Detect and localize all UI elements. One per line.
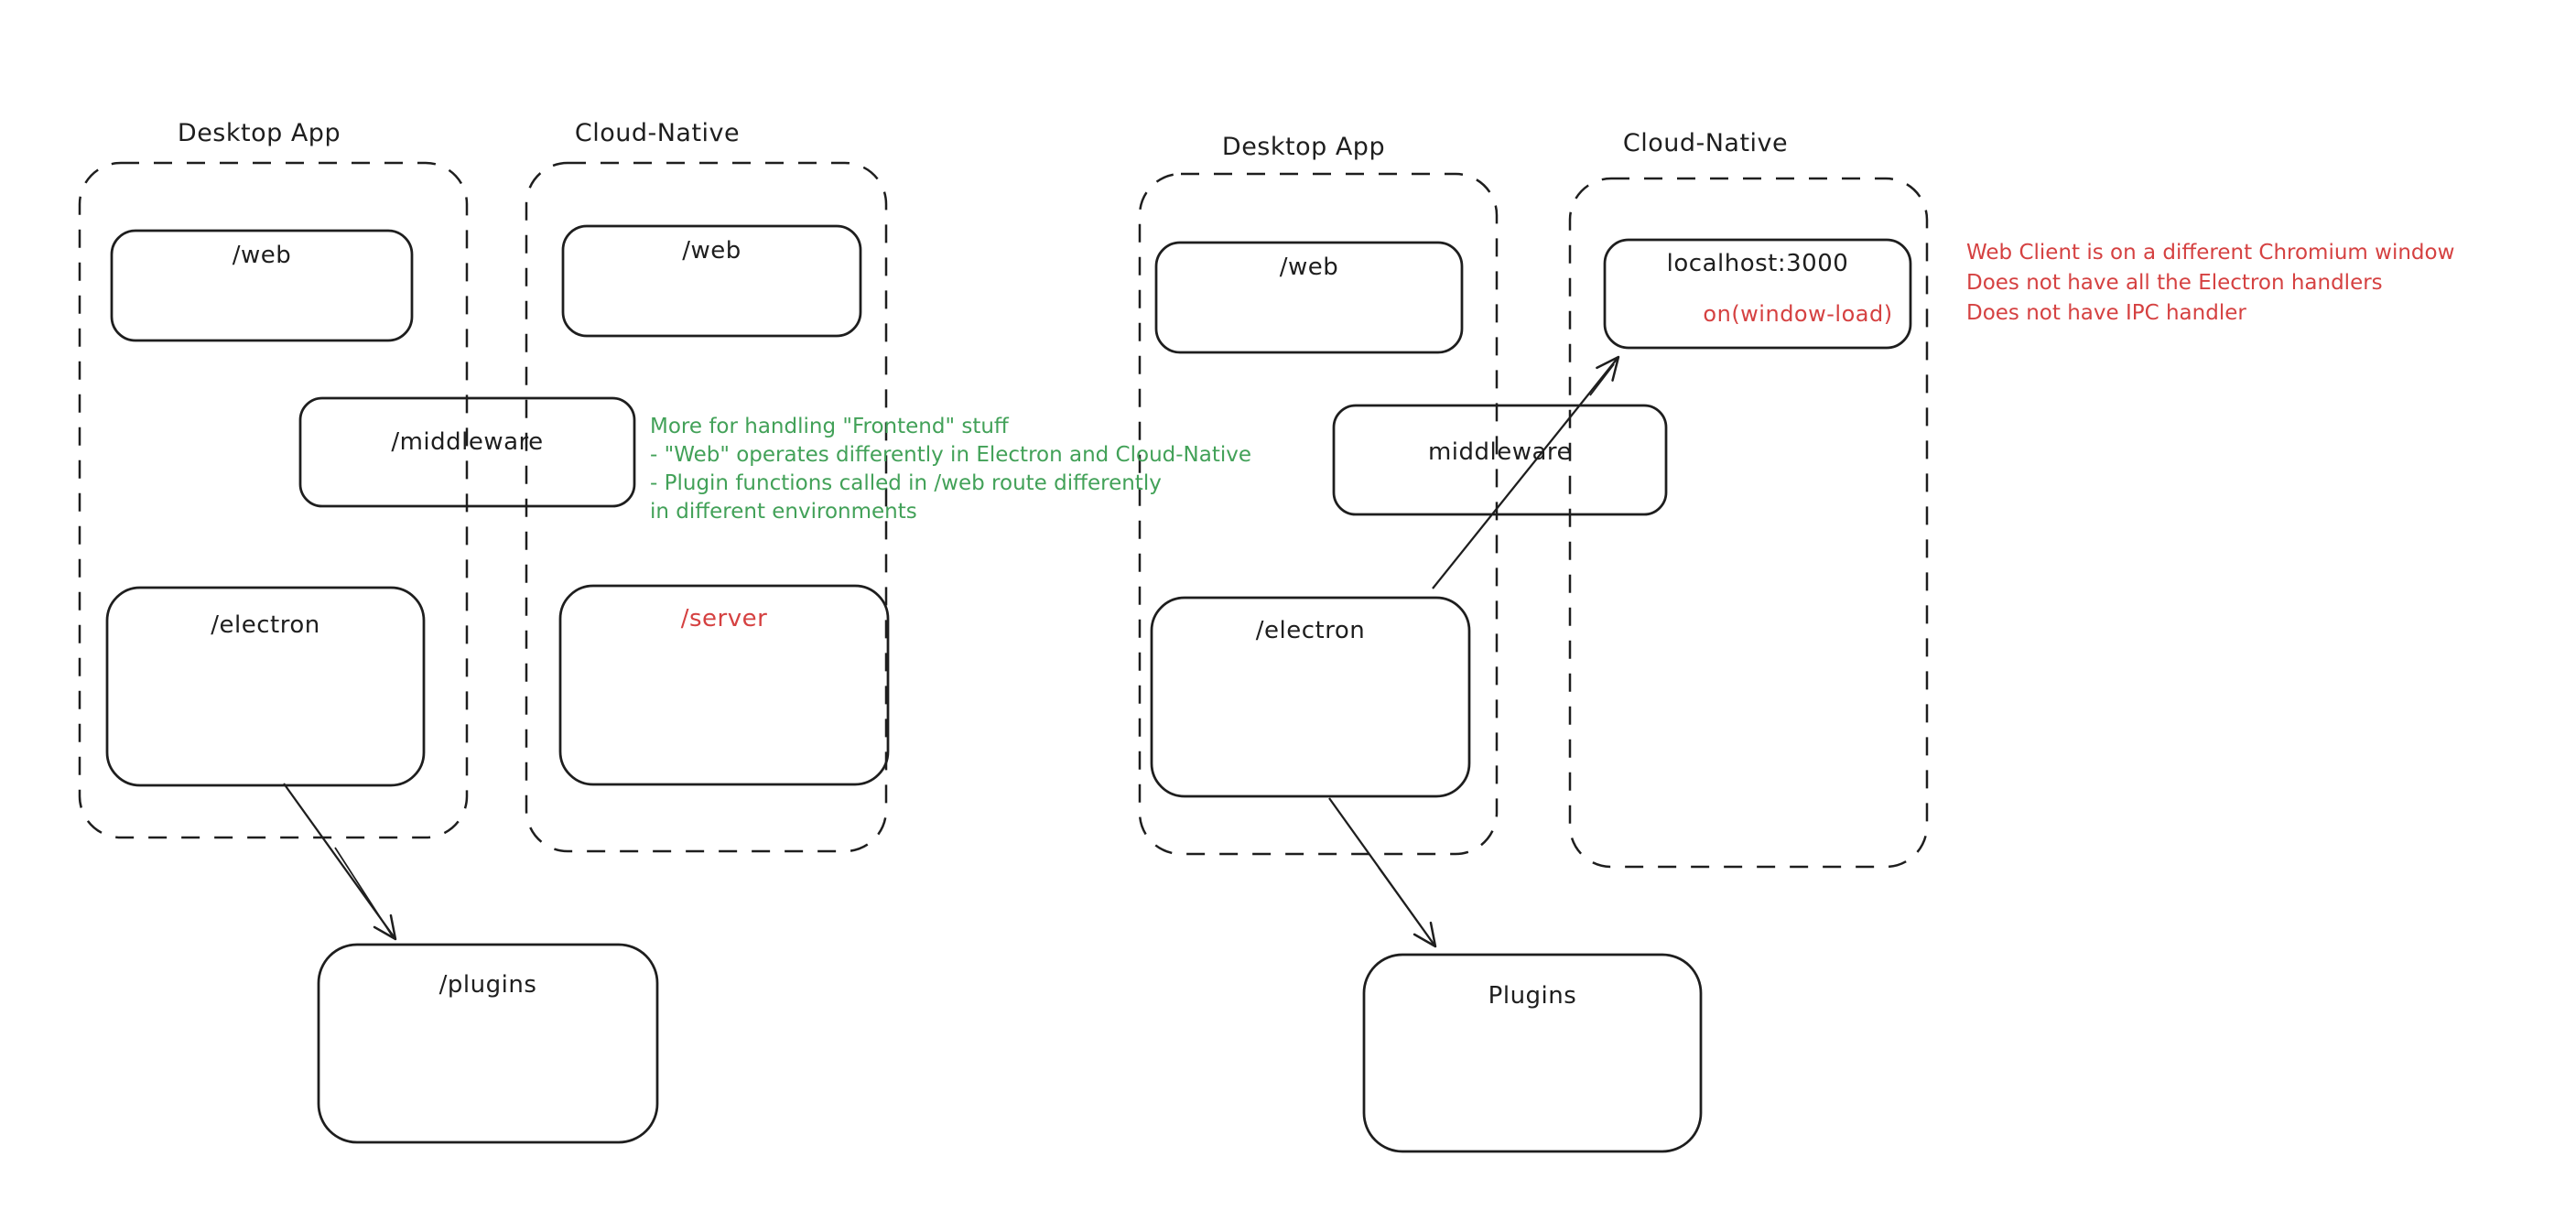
green-note-line-1: More for handling "Frontend" stuff bbox=[650, 415, 1009, 438]
green-note-line-4: in different environments bbox=[650, 500, 917, 524]
left-server-label: /server bbox=[680, 605, 768, 632]
left-web-label-desktop: /web bbox=[232, 242, 292, 269]
left-plugins-label: /plugins bbox=[438, 971, 537, 999]
right-cloud-native-title: Cloud-Native bbox=[1622, 129, 1789, 157]
arrow-left-electron-to-plugins-sketch-stroke bbox=[334, 847, 393, 936]
right-localhost-label: localhost:3000 bbox=[1666, 250, 1849, 277]
red-note: Web Client is on a different Chromium wi… bbox=[1966, 238, 2454, 329]
right-electron-box bbox=[1150, 596, 1471, 798]
green-note-line-3: - Plugin functions called in /web route … bbox=[650, 471, 1162, 495]
left-server-box bbox=[558, 584, 890, 786]
right-window-load-label: on(window-load) bbox=[1703, 301, 1893, 327]
left-plugins-box bbox=[317, 943, 659, 1144]
arrow-right-electron-to-localhost bbox=[1432, 355, 1620, 589]
red-note-line-1: Web Client is on a different Chromium wi… bbox=[1966, 241, 2455, 265]
left-desktop-app-container bbox=[78, 161, 469, 839]
left-middleware-box bbox=[298, 396, 636, 508]
right-web-label: /web bbox=[1279, 254, 1339, 281]
arrow-right-electron-to-localhost-sketch-stroke bbox=[1589, 363, 1615, 396]
left-web-box-desktop bbox=[110, 229, 414, 342]
red-note-line-3: Does not have IPC handler bbox=[1966, 301, 2246, 325]
right-localhost-box bbox=[1603, 238, 1912, 350]
right-desktop-app-title: Desktop App bbox=[1221, 133, 1386, 161]
green-note: More for handling "Frontend" stuff - "We… bbox=[650, 413, 1251, 526]
left-cloud-native-title: Cloud-Native bbox=[574, 119, 741, 147]
red-note-line-2: Does not have all the Electron handlers bbox=[1966, 271, 2383, 295]
right-plugins-label: Plugins bbox=[1488, 982, 1577, 1010]
left-web-box-cloud bbox=[561, 224, 862, 338]
right-cloud-native-container bbox=[1568, 177, 1929, 869]
arrow-right-electron-to-plugins-sketch-stroke bbox=[1378, 867, 1434, 944]
right-web-box bbox=[1154, 241, 1464, 354]
left-electron-label: /electron bbox=[211, 611, 320, 639]
right-plugins-box bbox=[1362, 953, 1703, 1153]
left-electron-box bbox=[105, 586, 426, 787]
right-middleware-box bbox=[1332, 404, 1668, 516]
left-middleware-label: /middleware bbox=[391, 428, 544, 456]
left-desktop-app-title: Desktop App bbox=[177, 119, 341, 147]
right-electron-label: /electron bbox=[1255, 617, 1366, 644]
left-web-label-cloud: /web bbox=[682, 237, 741, 265]
green-note-line-2: - "Web" operates differently in Electron… bbox=[650, 443, 1252, 467]
right-middleware-label: middleware bbox=[1427, 438, 1573, 466]
